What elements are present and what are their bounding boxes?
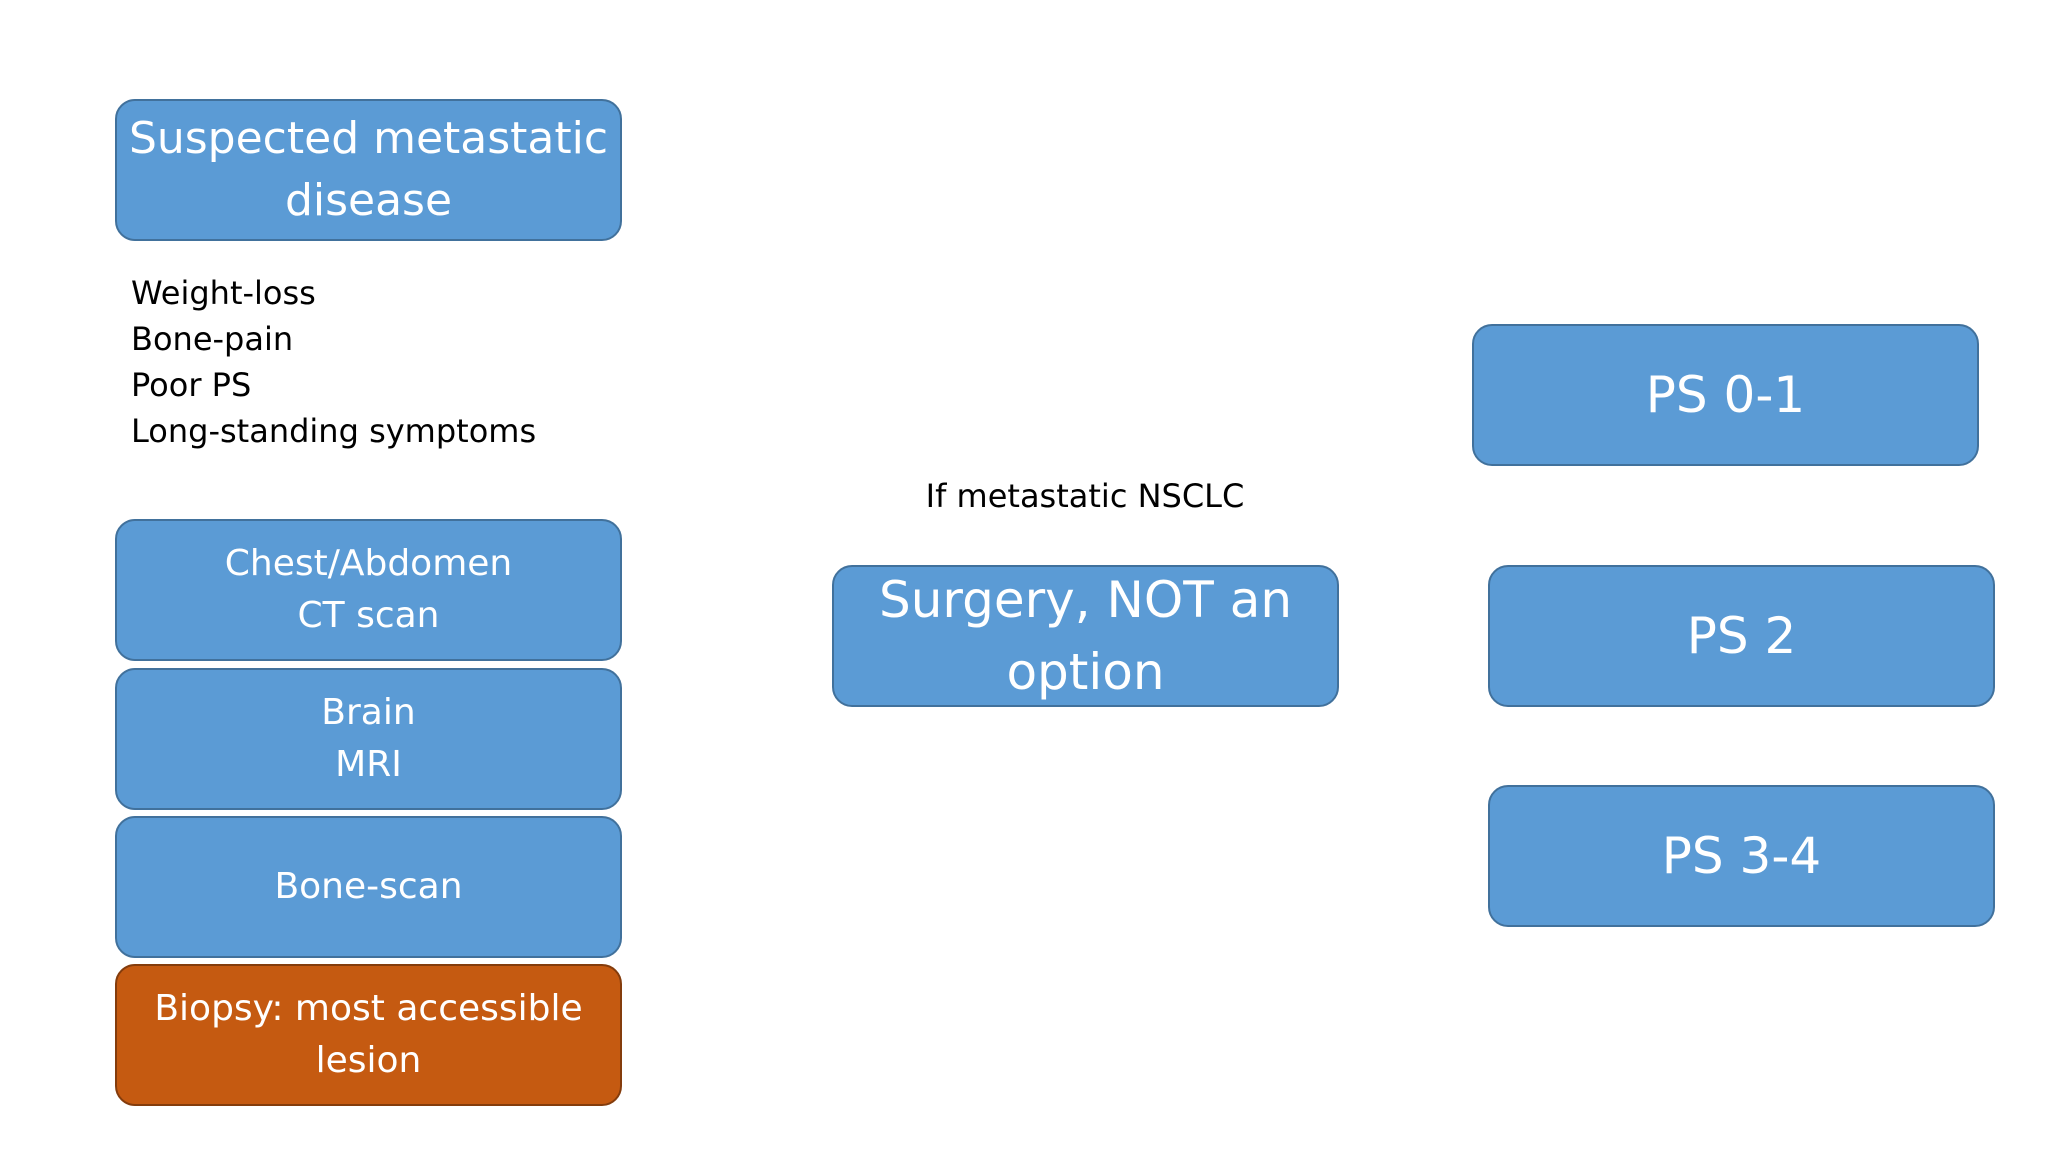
symptom-item: Weight-loss [131,274,316,312]
bone-scan-box: Bone-scan [115,816,622,958]
metastatic-condition-label: If metastatic NSCLC [925,477,1245,515]
biopsy-line-2: lesion [315,1040,422,1081]
surgery-not-option-box: Surgery, NOT an option [832,565,1339,707]
suspected-metastatic-disease-box: Suspected metastatic disease [115,99,622,241]
bone-scan-line: Bone-scan [274,866,463,907]
chest-abdomen-ct-lines: Chest/Abdomen CT scan [225,538,513,642]
mri-line-1: Brain [321,692,416,733]
brain-mri-box: Brain MRI [115,668,622,810]
chest-abdomen-ct-box: Chest/Abdomen CT scan [115,519,622,661]
biopsy-lines: Biopsy: most accessible lesion [154,983,582,1087]
ps-2-label: PS 2 [1686,607,1797,665]
surgery-line-2: option [1006,643,1165,701]
biopsy-line-1: Biopsy: most accessible [154,988,583,1029]
suspected-line-2: disease [284,175,453,226]
ps-3-4-label: PS 3-4 [1661,827,1822,885]
ps-2-box: PS 2 [1488,565,1995,707]
symptom-item: Poor PS [131,366,252,404]
ps-0-1-box: PS 0-1 [1472,324,1979,466]
symptom-item: Long-standing symptoms [131,412,537,450]
ct-line-1: Chest/Abdomen [224,543,513,584]
ps-3-4-box: PS 3-4 [1488,785,1995,927]
symptom-list: Weight-loss Bone-pain Poor PS Long-stand… [131,270,651,454]
suspected-line-1: Suspected metastatic [128,113,609,164]
mri-line-2: MRI [335,744,402,785]
biopsy-box: Biopsy: most accessible lesion [115,964,622,1106]
surgery-line-1: Surgery, NOT an [878,571,1293,629]
surgery-lines: Surgery, NOT an option [878,567,1293,705]
ps-0-1-label: PS 0-1 [1645,366,1806,424]
ct-line-2: CT scan [297,595,440,636]
symptom-item: Bone-pain [131,320,294,358]
suspected-metastatic-disease-lines: Suspected metastatic disease [129,108,608,232]
brain-mri-lines: Brain MRI [321,687,415,791]
bone-scan-lines: Bone-scan [274,861,462,913]
